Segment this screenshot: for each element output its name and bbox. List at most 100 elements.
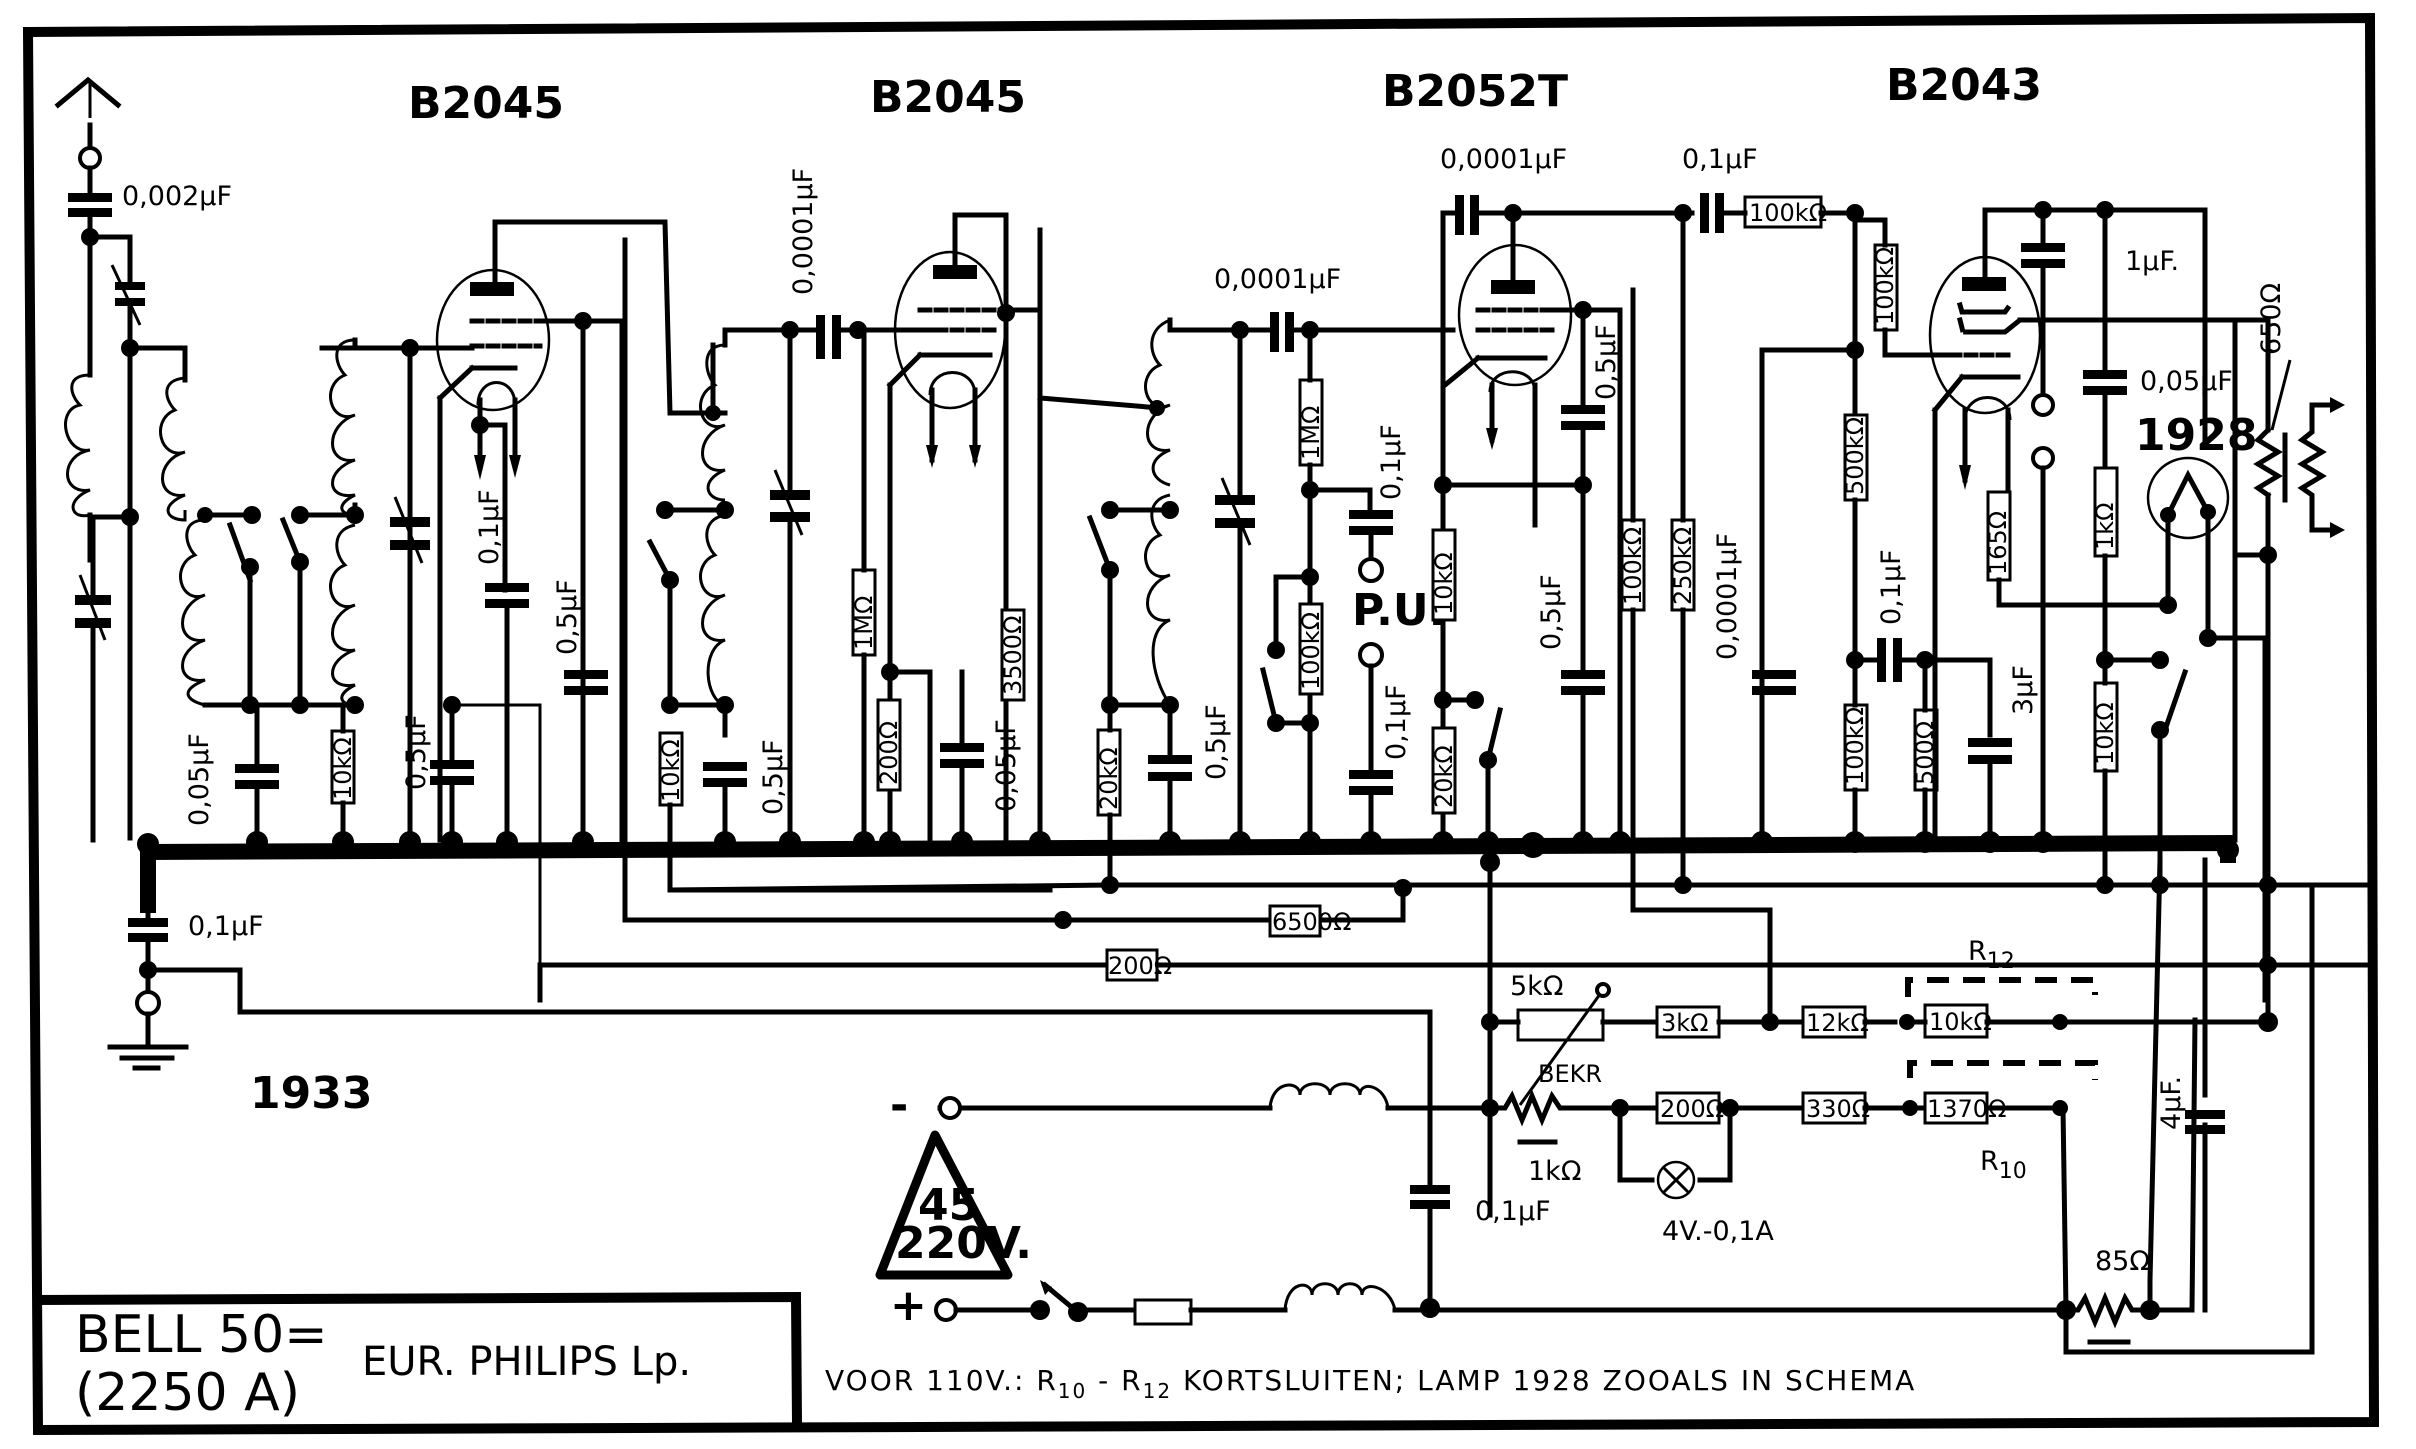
svg-text:45: 45 bbox=[918, 1180, 979, 1231]
mains-switch[interactable] bbox=[1030, 1280, 1088, 1322]
output-switch[interactable] bbox=[2151, 668, 2189, 888]
output-transformer bbox=[2282, 397, 2345, 538]
capacitor-0-1uF-coupling bbox=[1700, 193, 1724, 233]
svg-text:10kΩ: 10kΩ bbox=[329, 737, 357, 800]
resistor-650-pot bbox=[2253, 359, 2292, 499]
svg-text:100kΩ: 100kΩ bbox=[1871, 247, 1899, 325]
outer-frame bbox=[22, 12, 2380, 1436]
bus-junctions bbox=[137, 831, 2239, 861]
capacitor-3uF bbox=[1968, 738, 2012, 764]
resistor-100k-coupling: 100kΩ bbox=[1743, 195, 1827, 229]
resistor-1M-a: 1MΩ bbox=[850, 568, 878, 657]
wave-switch-4[interactable] bbox=[1086, 514, 1119, 708]
svg-text:500kΩ: 500kΩ bbox=[1841, 417, 1869, 495]
model-name: BELL 50= bbox=[75, 1305, 328, 1365]
resistor-10k-out: 10kΩ bbox=[2091, 681, 2119, 773]
svg-text:330Ω: 330Ω bbox=[1806, 1095, 1870, 1123]
earth-terminal[interactable] bbox=[135, 990, 161, 1016]
bekr-label: BEKR bbox=[1538, 1060, 1602, 1088]
capacitor-0-5uF-b bbox=[703, 762, 747, 787]
svg-text:100kΩ: 100kΩ bbox=[1749, 199, 1827, 227]
if-coil-4 bbox=[1144, 493, 1172, 706]
potentiometer-5k-bekr[interactable] bbox=[1516, 982, 1611, 1106]
mains-minus-terminal[interactable] bbox=[938, 1096, 962, 1120]
r12-label: R12 bbox=[1968, 936, 2015, 974]
capacitor-0-05uF-c1 bbox=[235, 764, 279, 789]
cap-0-5uF-b-label: 0,5μF bbox=[758, 739, 789, 815]
speaker-terminal-2[interactable] bbox=[2031, 446, 2055, 470]
capacitor-0-1uF-pu bbox=[1349, 510, 1393, 535]
cap-0-0001uF-fb-label: 0,0001μF bbox=[1712, 533, 1743, 660]
r12-short-bracket bbox=[1905, 977, 2098, 997]
svg-text:10kΩ: 10kΩ bbox=[1929, 1008, 1992, 1036]
variable-capacitor-3 bbox=[770, 469, 810, 536]
resistor-3500-ohm: 3500Ω bbox=[999, 608, 1027, 702]
svg-text:3kΩ: 3kΩ bbox=[1661, 1009, 1709, 1037]
wave-switch-3[interactable] bbox=[646, 538, 679, 708]
antenna-symbol bbox=[54, 76, 122, 198]
cap-0-1uF-pu-label: 0,1μF bbox=[1376, 424, 1407, 500]
resistor-165-ohm: 165Ω bbox=[1984, 490, 2012, 582]
resistor-100k-pu: 100kΩ bbox=[1297, 602, 1325, 696]
mains-plus-terminal[interactable] bbox=[934, 1298, 958, 1322]
capacitor-output-top bbox=[2021, 243, 2065, 268]
capacitor-0-1uF-mains bbox=[1410, 1185, 1450, 1209]
svg-text:1kΩ: 1kΩ bbox=[2091, 502, 2119, 550]
svg-text:3500Ω: 3500Ω bbox=[999, 616, 1027, 695]
tube-v4-b2043 bbox=[1928, 207, 2042, 493]
pilot-lamp bbox=[1656, 1160, 1696, 1200]
tube-v1-b2045 bbox=[435, 219, 716, 480]
lamp-1928-label: 1928 bbox=[2135, 410, 2257, 461]
trimmer-capacitor-1 bbox=[110, 264, 145, 326]
resistor-200-ohm-c: 200Ω bbox=[1655, 1091, 1724, 1125]
svg-text:200Ω: 200Ω bbox=[1108, 952, 1172, 980]
wave-switch-1[interactable] bbox=[226, 521, 259, 708]
svg-text:220V.: 220V. bbox=[895, 1218, 1032, 1269]
antenna-cap-label: 0,002μF bbox=[122, 181, 232, 212]
wave-switch-2[interactable] bbox=[279, 516, 309, 708]
r10-short-bracket bbox=[1907, 1060, 2098, 1080]
manufacturer: EUR. PHILIPS Lp. bbox=[362, 1339, 691, 1385]
resistor-500k: 500kΩ bbox=[1841, 413, 1869, 502]
cap-0-0001uF-anode-label: 0,0001μF bbox=[1440, 144, 1567, 175]
svg-text:100kΩ: 100kΩ bbox=[1841, 707, 1869, 785]
res-85-label: 85Ω bbox=[2095, 1246, 2150, 1277]
cap-0-05uF-v2-label: 0,05μF bbox=[991, 719, 1022, 812]
band-coil-1 bbox=[179, 518, 206, 707]
cap-0-1uF-v1-label: 0,1μF bbox=[474, 489, 505, 565]
tube-v2-b2045 bbox=[886, 212, 1013, 468]
capacitor-0-0001uF-v3 bbox=[1270, 312, 1294, 352]
resistor-250k: 250kΩ bbox=[1669, 518, 1697, 612]
resistor-12k: 12kΩ bbox=[1801, 1005, 1869, 1039]
variable-capacitor-4 bbox=[1215, 477, 1255, 546]
minus-label: - bbox=[890, 1080, 908, 1131]
if-coil-1 bbox=[699, 343, 726, 502]
pickup-terminal-1[interactable] bbox=[1358, 557, 1384, 583]
grid-switch-v3[interactable] bbox=[1479, 706, 1504, 843]
capacitor-0-0001uF-anode bbox=[1455, 195, 1479, 235]
pickup-terminal-2[interactable] bbox=[1358, 642, 1384, 668]
svg-text:12kΩ: 12kΩ bbox=[1806, 1009, 1869, 1037]
resistor-100k-v3: 100kΩ bbox=[1619, 518, 1647, 612]
speaker-terminal-1[interactable] bbox=[2031, 393, 2055, 417]
svg-text:10kΩ: 10kΩ bbox=[657, 739, 685, 802]
svg-text:20kΩ: 20kΩ bbox=[1095, 747, 1123, 810]
cap-0-5uF-v1-label: 0,5μF bbox=[552, 579, 583, 655]
resistor-85-ohm bbox=[2063, 1291, 2153, 1345]
cap-0-05uF-out-label: 0,05μF bbox=[2140, 366, 2233, 397]
resistor-100k-v4g: 100kΩ bbox=[1841, 703, 1869, 792]
svg-text:250kΩ: 250kΩ bbox=[1669, 527, 1697, 605]
mains-choke-2 bbox=[1283, 1282, 1397, 1311]
resistor-20k-v3: 20kΩ bbox=[1430, 726, 1458, 815]
resistor-r12-10k: 10kΩ bbox=[1923, 1003, 1992, 1039]
cap-4uF-label: 4μF. bbox=[2156, 1076, 2187, 1130]
resistor-1M-b: 1MΩ bbox=[1297, 378, 1325, 467]
plus-label: + bbox=[890, 1280, 927, 1331]
cap-0-0001uF-v3-label: 0,0001μF bbox=[1214, 264, 1341, 295]
capacitor-0-1uF-v4 bbox=[1877, 638, 1902, 682]
capacitor-0-5uF-v3a bbox=[1561, 405, 1605, 430]
resistor-3k: 3kΩ bbox=[1655, 1005, 1721, 1039]
capacitor-0-5uF-v1 bbox=[564, 670, 608, 695]
tube-v3-b2052t bbox=[1441, 209, 1573, 528]
earth-ground-icon bbox=[107, 1011, 189, 1071]
